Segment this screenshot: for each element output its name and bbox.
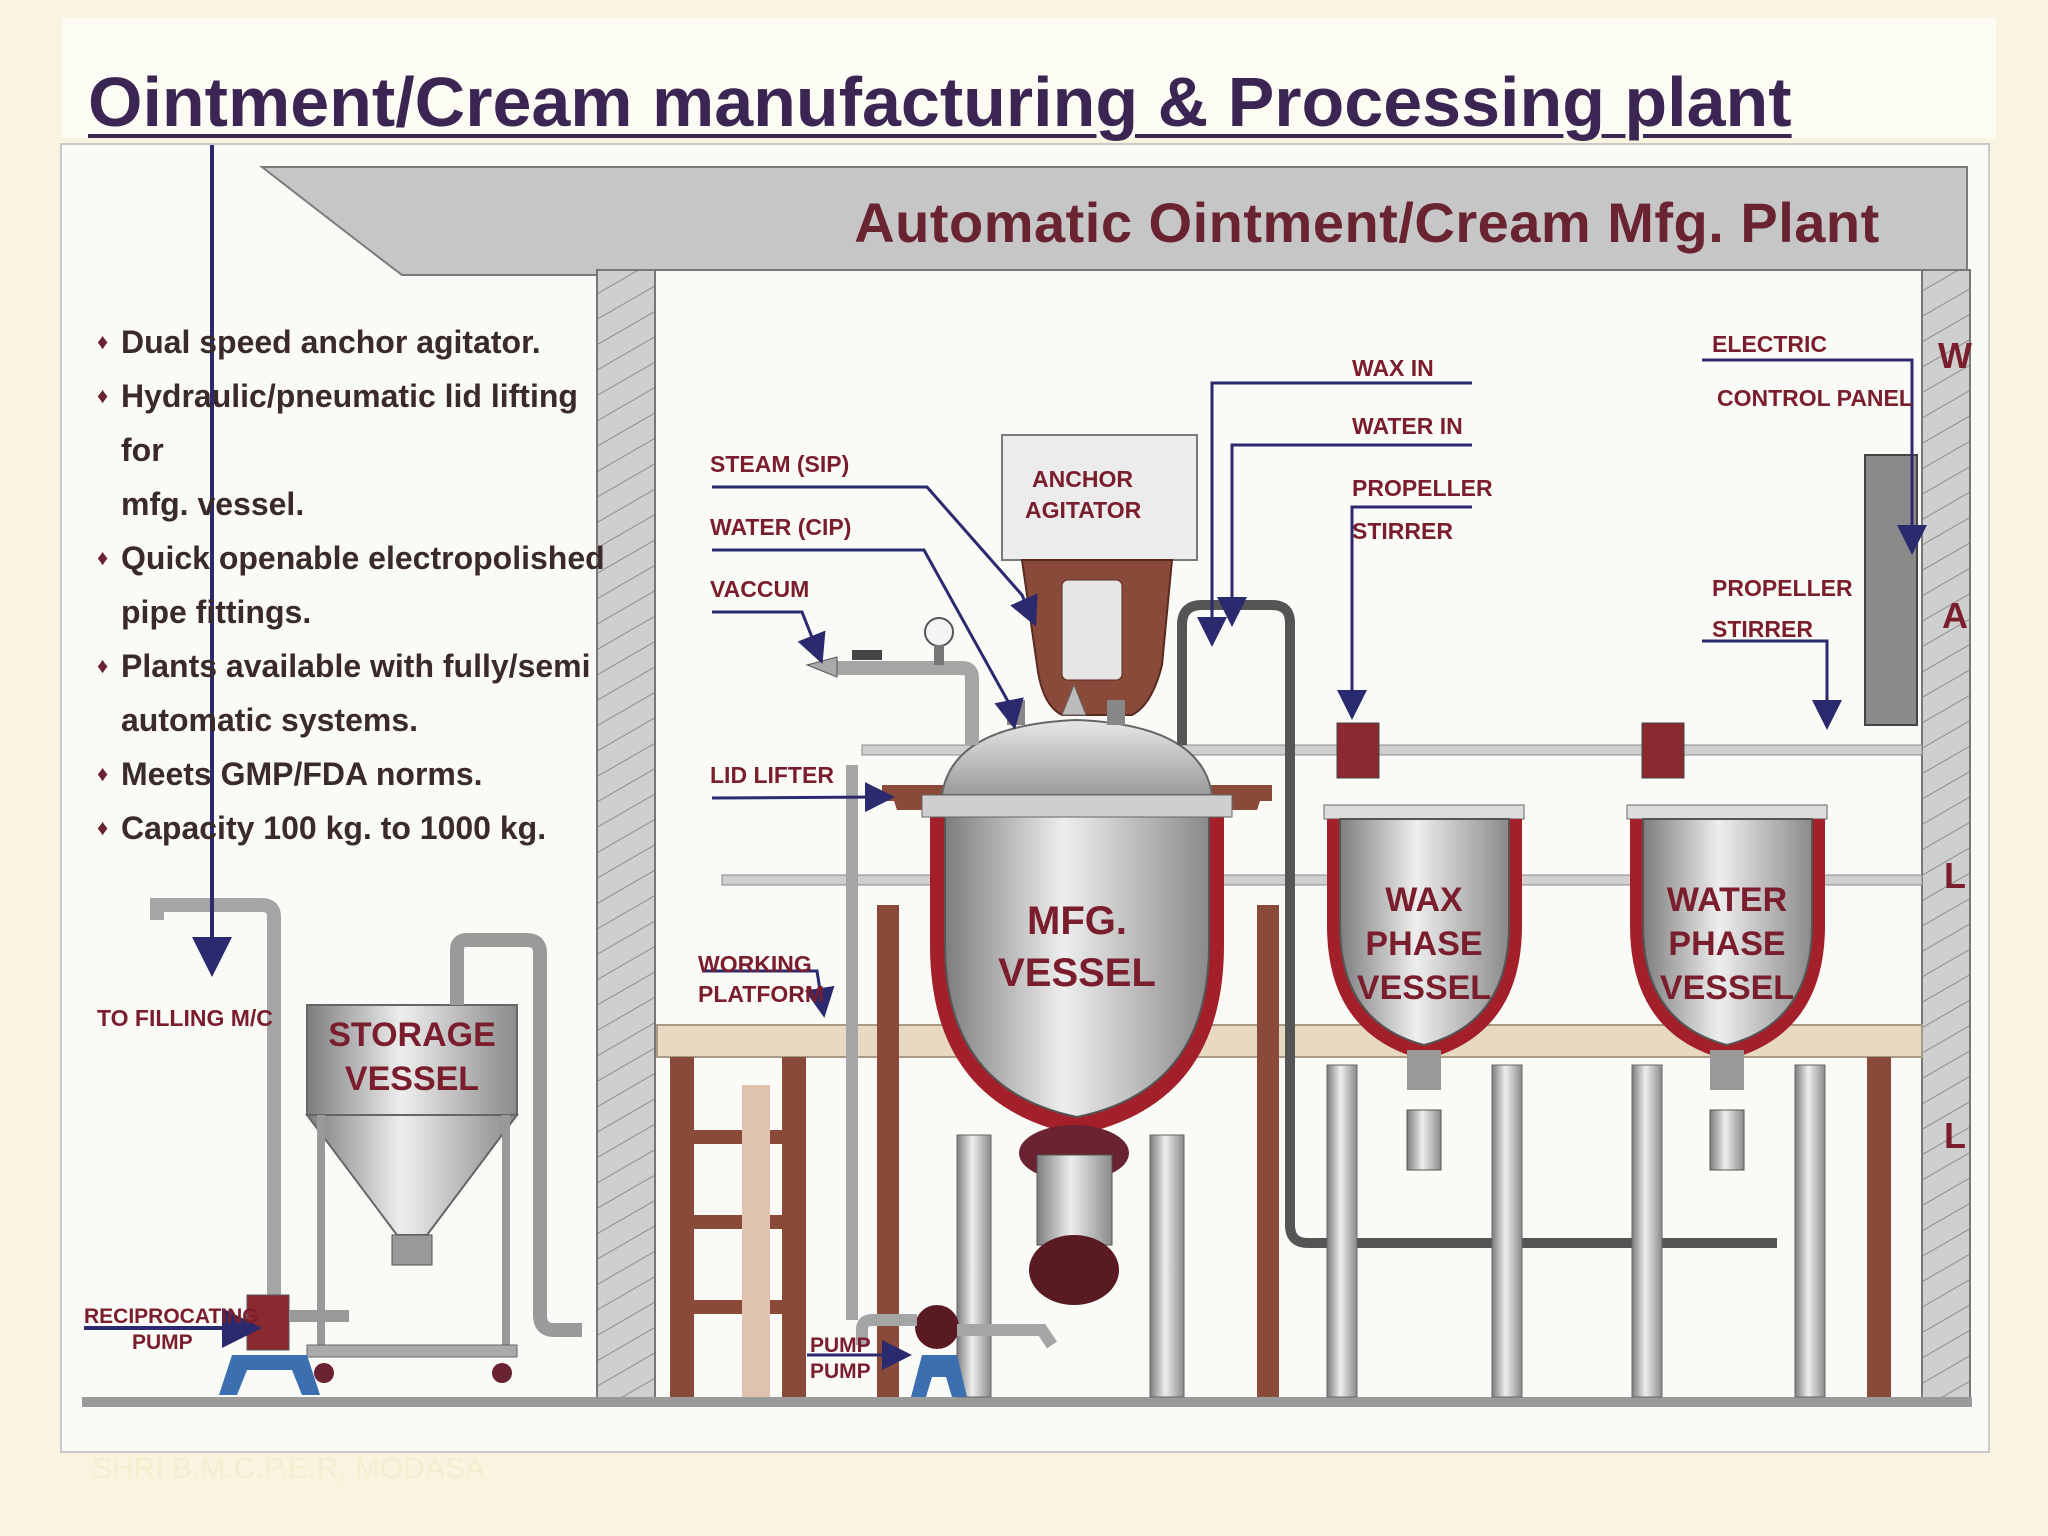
feature-item-continued: pipe fittings. bbox=[121, 594, 312, 630]
label-water-phase-vessel: WATER PHASE VESSEL bbox=[1659, 881, 1795, 1007]
wall-letter-l2: L bbox=[1944, 1115, 1966, 1156]
transfer-pump bbox=[915, 1305, 959, 1349]
bullet-icon: ♦ bbox=[97, 545, 109, 570]
feature-item: ♦Hydraulic/pneumatic lid lifting for bbox=[97, 369, 617, 477]
label-electric: ELECTRIC bbox=[1712, 331, 1827, 357]
wall-letter-a: A bbox=[1942, 595, 1968, 636]
bullet-icon: ♦ bbox=[97, 761, 109, 786]
mfg-vessel-graphic bbox=[877, 683, 1279, 1398]
top-railing bbox=[721, 874, 1923, 886]
label-to-filling: TO FILLING M/C bbox=[97, 1005, 273, 1031]
label-wax-phase-vessel: WAX PHASE VESSEL bbox=[1356, 881, 1492, 1007]
left-partition bbox=[596, 269, 656, 1401]
label-storage-vessel: STORAGE VESSEL bbox=[328, 1016, 496, 1098]
label-mfg-vessel: MFG. VESSEL bbox=[998, 899, 1156, 995]
plant-illustration bbox=[82, 145, 1972, 1407]
bullet-icon: ♦ bbox=[97, 329, 109, 354]
label-wax-in: WAX IN bbox=[1352, 355, 1434, 381]
anchor-agitator-box bbox=[1001, 434, 1198, 561]
footer-text: SHRI B.M.C.P.E.R, MODASA bbox=[92, 1452, 485, 1485]
feature-item: ♦Plants available with fully/semi bbox=[97, 639, 617, 693]
label-pump-2: PUMP bbox=[810, 1360, 871, 1383]
label-water-in: WATER IN bbox=[1352, 413, 1463, 439]
slide-title: Ointment/Cream manufacturing & Processin… bbox=[88, 63, 1792, 141]
feature-item: ♦Quick openable electropolished bbox=[97, 531, 617, 585]
wax-phase-vessel-graphic bbox=[1323, 722, 1525, 1398]
label-pump-1: PUMP bbox=[810, 1334, 871, 1357]
feature-item: ♦Meets GMP/FDA norms. bbox=[97, 747, 617, 801]
label-propeller-water: PROPELLER bbox=[1712, 575, 1853, 601]
label-working: WORKING bbox=[698, 951, 812, 977]
bullet-icon: ♦ bbox=[97, 653, 109, 678]
label-propeller-wax: PROPELLER bbox=[1352, 475, 1493, 501]
feature-list: ♦Dual speed anchor agitator. ♦Hydraulic/… bbox=[97, 315, 617, 855]
reciprocating-pump-graphic bbox=[84, 1294, 349, 1395]
vacuum-line bbox=[832, 661, 979, 745]
wall-letter-w: W bbox=[1938, 335, 1972, 376]
label-stirrer-water: STIRRER bbox=[1712, 616, 1813, 642]
label-vaccum: VACCUM bbox=[710, 576, 810, 602]
label-stirrer-wax: STIRRER bbox=[1352, 518, 1453, 544]
wall-letter-l1: L bbox=[1944, 855, 1966, 896]
water-phase-vessel-graphic bbox=[1626, 722, 1828, 1398]
feature-item-continued: automatic systems. bbox=[121, 702, 419, 738]
bullet-icon: ♦ bbox=[97, 815, 109, 840]
label-anchor: ANCHOR bbox=[1032, 466, 1133, 492]
bullet-icon: ♦ bbox=[97, 383, 109, 408]
label-agitator: AGITATOR bbox=[1025, 497, 1142, 523]
electric-control-panel bbox=[1864, 454, 1918, 726]
storage-vessel-graphic bbox=[305, 933, 582, 1383]
floor bbox=[82, 1397, 1972, 1407]
feature-item: ♦Capacity 100 kg. to 1000 kg. bbox=[97, 801, 617, 855]
title-band bbox=[62, 18, 1996, 138]
label-steam-sip: STEAM (SIP) bbox=[710, 451, 850, 477]
right-wall bbox=[1921, 269, 1971, 1401]
label-control-panel: CONTROL PANEL bbox=[1717, 385, 1913, 411]
plant-diagram: Automatic Ointment/Cream Mfg. Plant ♦Dua… bbox=[60, 143, 1990, 1453]
feed-pipe bbox=[1177, 600, 1777, 1248]
label-water-cip: WATER (CIP) bbox=[710, 514, 852, 540]
diagram-title: Automatic Ointment/Cream Mfg. Plant bbox=[854, 191, 1880, 254]
filling-pipe bbox=[150, 898, 281, 1315]
feature-item: ♦Dual speed anchor agitator. bbox=[97, 315, 617, 369]
label-reciprocating: RECIPROCATING bbox=[84, 1305, 259, 1328]
label-lid-lifter: LID LIFTER bbox=[710, 762, 834, 788]
label-platform: PLATFORM bbox=[698, 981, 825, 1007]
feature-item-continued: mfg. vessel. bbox=[121, 486, 305, 522]
label-reciprocating-pump: PUMP bbox=[132, 1331, 193, 1354]
